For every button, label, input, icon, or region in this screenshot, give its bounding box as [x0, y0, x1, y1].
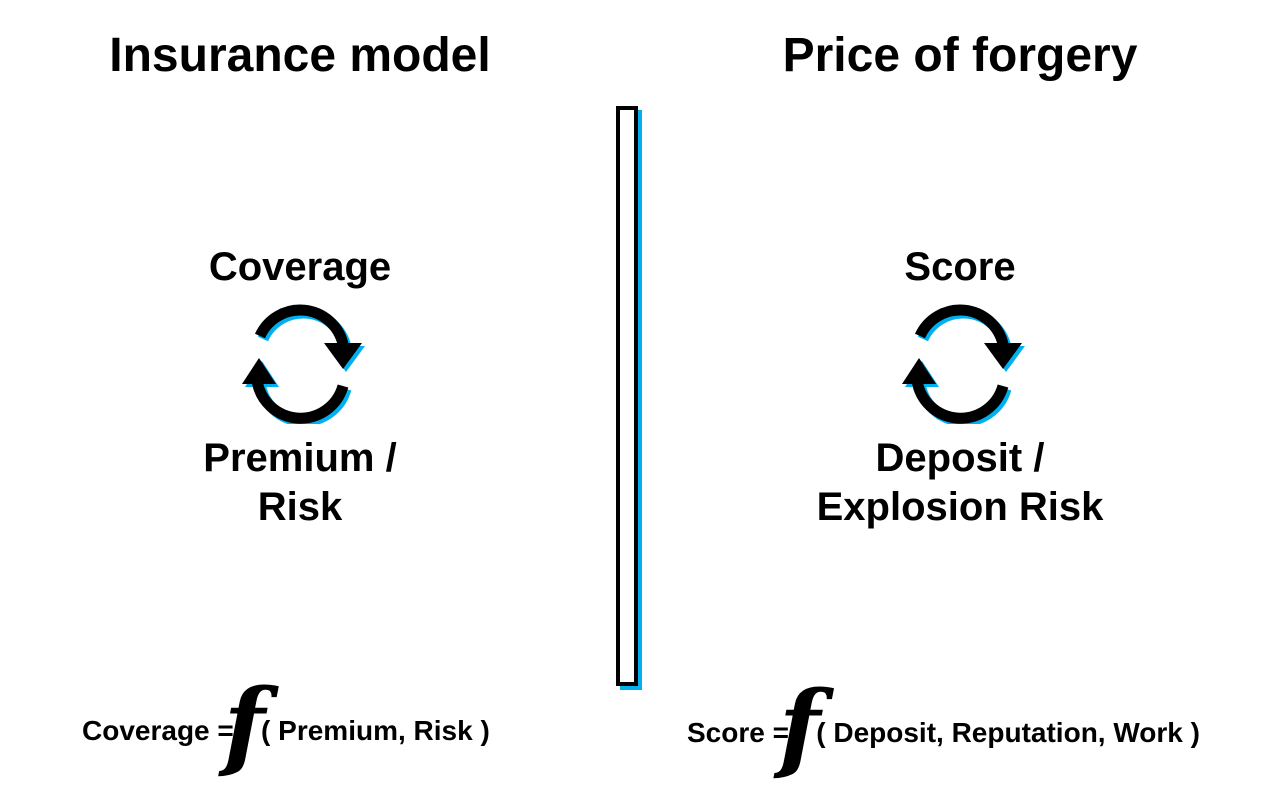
panel-divider: [616, 106, 638, 686]
insurance-model-title: Insurance model: [109, 29, 491, 82]
score-label: Score: [904, 245, 1016, 289]
function-f-symbol: f: [778, 670, 821, 783]
premium-risk-line-2: Risk: [257, 485, 343, 529]
formula-lhs: Score =: [687, 717, 789, 748]
deposit-line-2: Explosion Risk: [816, 485, 1104, 529]
formula-args: ( Deposit, Reputation, Work ): [816, 717, 1200, 748]
deposit-line-1: Deposit /: [875, 436, 1045, 480]
formula-args: ( Premium, Risk ): [261, 715, 490, 746]
function-f-symbol: f: [223, 668, 266, 781]
cycle-arrows-icon: [902, 304, 1025, 424]
price-of-forgery-panel: Price of forgery Score Deposit / Explosi…: [640, 0, 1280, 800]
insurance-model-panel: Insurance model Coverage Premium / Risk …: [0, 0, 600, 800]
formula-lhs: Coverage =: [82, 715, 234, 746]
coverage-label: Coverage: [208, 245, 392, 289]
premium-risk-line-1: Premium /: [203, 436, 397, 480]
coverage-formula: Coverage =f( Premium, Risk ): [82, 668, 490, 781]
cycle-arrows-icon: [242, 304, 365, 424]
premium-risk-label: Premium / Risk: [0, 434, 600, 532]
deposit-explosion-risk-label: Deposit / Explosion Risk: [640, 434, 1280, 532]
score-formula: Score =f( Deposit, Reputation, Work ): [687, 670, 1200, 783]
price-of-forgery-title: Price of forgery: [782, 29, 1138, 82]
